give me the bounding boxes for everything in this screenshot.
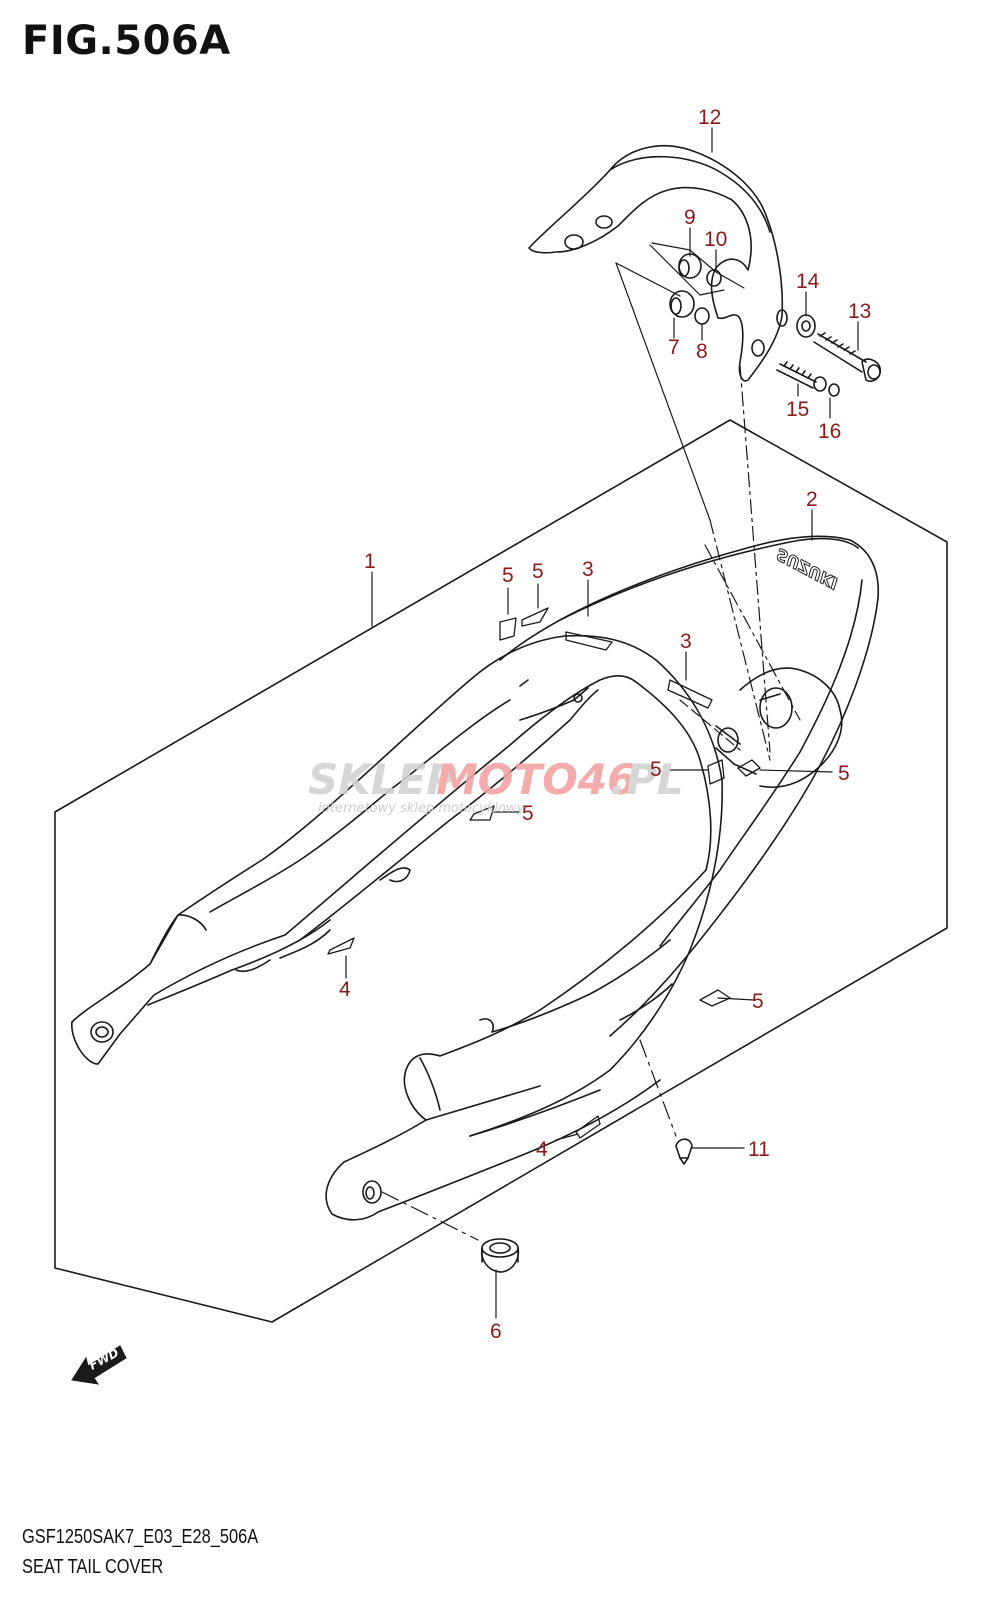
grommet-part <box>480 1238 520 1273</box>
callout-7: 7 <box>668 336 680 359</box>
callout-6: 6 <box>490 1320 502 1343</box>
callout-10: 10 <box>704 228 727 251</box>
leader-lines <box>345 127 859 1319</box>
callout-5a: 5 <box>502 564 514 587</box>
figure-title: FIG.506A <box>22 18 231 64</box>
spacer-parts <box>669 253 722 325</box>
callout-11: 11 <box>748 1138 770 1161</box>
callout-14: 14 <box>796 270 820 293</box>
callout-5f: 5 <box>752 990 764 1013</box>
callout-3a: 3 <box>582 558 594 581</box>
callout-3b: 3 <box>680 630 692 653</box>
fwd-arrow: FWD <box>71 1345 127 1385</box>
callout-labels: 1 2 3 3 4 4 5 5 5 5 5 5 6 7 8 9 10 11 12… <box>339 106 871 1343</box>
callout-2: 2 <box>806 488 818 511</box>
grab-bar-part <box>528 144 788 382</box>
callout-5b: 5 <box>532 560 544 583</box>
callout-16: 16 <box>818 420 841 443</box>
callout-15: 15 <box>786 398 809 421</box>
callout-13: 13 <box>848 300 871 323</box>
brand-lettering: SUZUKI <box>773 544 842 592</box>
watermark-part2: MOTO46 <box>436 755 636 804</box>
decal-shapes <box>327 607 761 1139</box>
callout-12: 12 <box>698 106 721 129</box>
callout-4a: 4 <box>339 978 351 1001</box>
assembly-box <box>54 419 948 1323</box>
callout-5d: 5 <box>838 762 850 785</box>
callout-5c: 5 <box>650 758 662 781</box>
watermark-subtitle: internetowy sklep motocyklowy <box>318 801 525 816</box>
callout-4b: 4 <box>536 1138 548 1161</box>
seat-tail-cover-part <box>71 535 880 1221</box>
watermark: SKLEP MOTO46 .PL internetowy sklep motoc… <box>308 755 684 816</box>
clip-part <box>675 1138 693 1165</box>
callout-5e: 5 <box>522 802 534 825</box>
watermark-part1: SKLEP <box>308 755 457 804</box>
figure-code: GSF1250SAK7_E03_E28_506A <box>22 1526 259 1548</box>
callout-8: 8 <box>696 340 708 363</box>
bolt-parts <box>776 314 882 397</box>
figure-name: SEAT TAIL COVER <box>22 1556 164 1578</box>
callout-9: 9 <box>684 206 696 229</box>
watermark-part3: .PL <box>610 755 684 804</box>
callout-1: 1 <box>364 550 376 573</box>
